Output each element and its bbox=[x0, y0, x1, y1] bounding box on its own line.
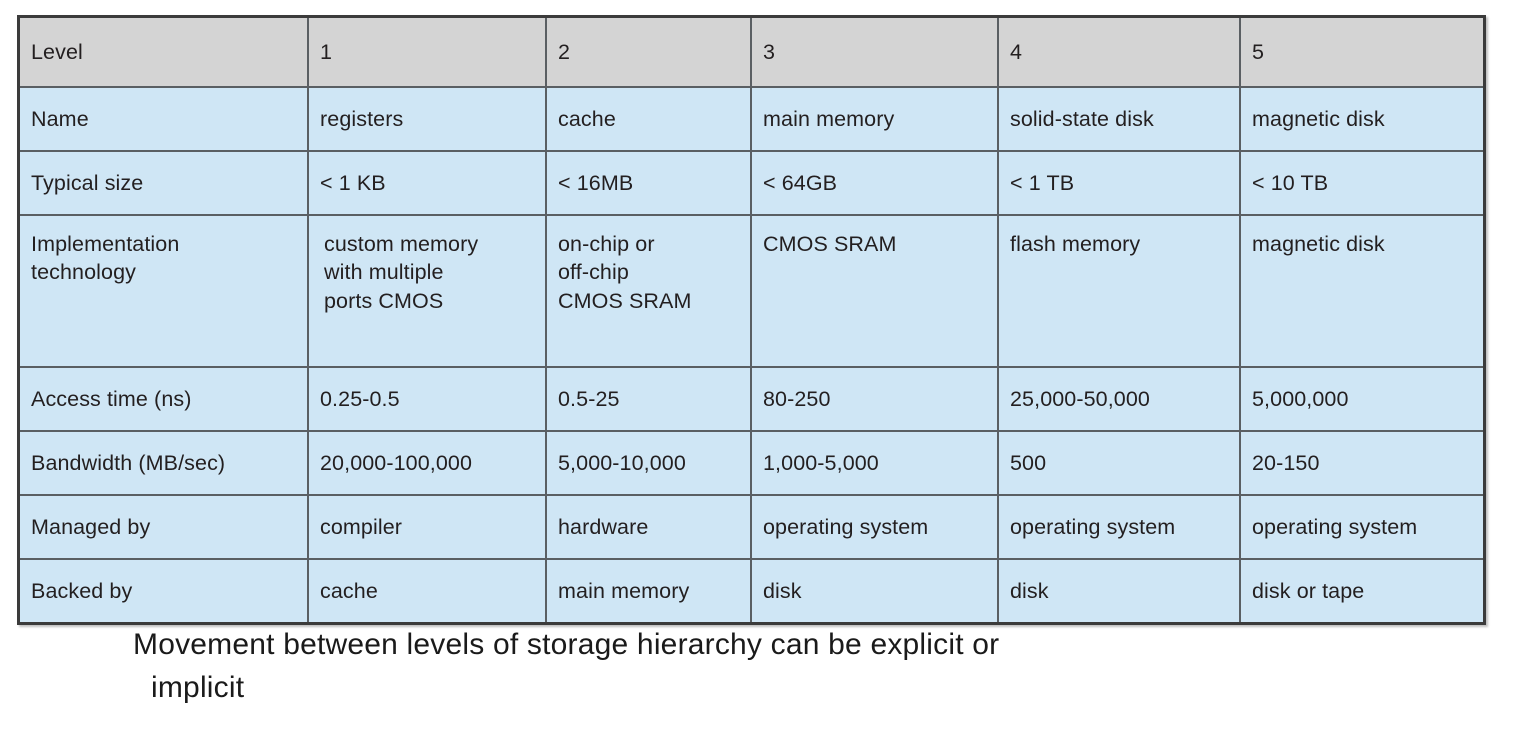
row-label-managed-by: Managed by bbox=[20, 495, 309, 560]
cell-access-time-5: 5,000,000 bbox=[1240, 367, 1483, 432]
row-label-bandwidth: Bandwidth (MB/sec) bbox=[20, 431, 309, 496]
table-row: Backed by cache main memory disk disk di… bbox=[20, 559, 1483, 622]
cell-line-1: on-chip or bbox=[558, 232, 655, 256]
cell-backed-by-4: disk bbox=[998, 559, 1241, 622]
table-body: Name registers cache main memory solid-s… bbox=[20, 87, 1483, 622]
row-label-typical-size: Typical size bbox=[20, 151, 309, 216]
cell-name-4: solid-state disk bbox=[998, 87, 1241, 152]
column-header-3: 3 bbox=[751, 18, 999, 88]
cell-line-1: flash memory bbox=[1010, 232, 1141, 256]
cell-implementation-1: custom memory with multiple ports CMOS bbox=[308, 215, 547, 368]
cell-line-1: custom memory bbox=[324, 232, 479, 256]
cell-name-2: cache bbox=[546, 87, 752, 152]
cell-bandwidth-2: 5,000-10,000 bbox=[546, 431, 752, 496]
cell-typical-size-5: < 10 TB bbox=[1240, 151, 1483, 216]
cell-typical-size-4: < 1 TB bbox=[998, 151, 1241, 216]
cell-managed-by-3: operating system bbox=[751, 495, 999, 560]
cell-backed-by-2: main memory bbox=[546, 559, 752, 622]
cell-access-time-2: 0.5-25 bbox=[546, 367, 752, 432]
cell-typical-size-3: < 64GB bbox=[751, 151, 999, 216]
cell-typical-size-2: < 16MB bbox=[546, 151, 752, 216]
table-row: Managed by compiler hardware operating s… bbox=[20, 495, 1483, 560]
table-header: Level 1 2 3 4 5 bbox=[20, 18, 1483, 88]
cell-bandwidth-3: 1,000-5,000 bbox=[751, 431, 999, 496]
storage-hierarchy-table: Level 1 2 3 4 5 Name registers cache mai… bbox=[20, 18, 1483, 622]
cell-implementation-5: magnetic disk bbox=[1240, 215, 1483, 368]
row-label-implementation-technology: Implementation technology bbox=[20, 215, 309, 368]
cell-managed-by-4: operating system bbox=[998, 495, 1241, 560]
cell-bandwidth-1: 20,000-100,000 bbox=[308, 431, 547, 496]
cell-managed-by-5: operating system bbox=[1240, 495, 1483, 560]
caption-line-1: Movement between levels of storage hiera… bbox=[133, 628, 1000, 661]
row-label-line2: technology bbox=[31, 260, 136, 285]
cell-typical-size-1: < 1 KB bbox=[308, 151, 547, 216]
row-label-backed-by: Backed by bbox=[20, 559, 309, 622]
column-header-1: 1 bbox=[308, 18, 547, 88]
column-header-4: 4 bbox=[998, 18, 1241, 88]
table-row: Name registers cache main memory solid-s… bbox=[20, 87, 1483, 152]
cell-line-1: magnetic disk bbox=[1252, 232, 1385, 256]
column-header-level: Level bbox=[20, 18, 309, 88]
cell-backed-by-3: disk bbox=[751, 559, 999, 622]
cell-line-2: off-chip bbox=[558, 260, 629, 285]
cell-name-5: magnetic disk bbox=[1240, 87, 1483, 152]
cell-bandwidth-5: 20-150 bbox=[1240, 431, 1483, 496]
row-label-line1: Implementation bbox=[31, 232, 180, 256]
row-label-name: Name bbox=[20, 87, 309, 152]
table-caption: Movement between levels of storage hiera… bbox=[133, 624, 1193, 709]
row-label-access-time: Access time (ns) bbox=[20, 367, 309, 432]
cell-line-3: CMOS SRAM bbox=[558, 288, 692, 313]
cell-managed-by-2: hardware bbox=[546, 495, 752, 560]
cell-backed-by-1: cache bbox=[308, 559, 547, 622]
cell-access-time-4: 25,000-50,000 bbox=[998, 367, 1241, 432]
cell-line-3: ports CMOS bbox=[324, 288, 444, 313]
storage-hierarchy-table-container: Level 1 2 3 4 5 Name registers cache mai… bbox=[17, 15, 1486, 625]
table-row: Bandwidth (MB/sec) 20,000-100,000 5,000-… bbox=[20, 431, 1483, 496]
cell-managed-by-1: compiler bbox=[308, 495, 547, 560]
column-header-5: 5 bbox=[1240, 18, 1483, 88]
column-header-2: 2 bbox=[546, 18, 752, 88]
table-row: Implementation technology custom memory … bbox=[20, 215, 1483, 368]
cell-implementation-4: flash memory bbox=[998, 215, 1241, 368]
caption-line-2: implicit bbox=[151, 670, 245, 704]
table-row: Typical size < 1 KB < 16MB < 64GB < 1 TB… bbox=[20, 151, 1483, 216]
table-row: Access time (ns) 0.25-0.5 0.5-25 80-250 … bbox=[20, 367, 1483, 432]
cell-line-1: CMOS SRAM bbox=[763, 232, 897, 256]
cell-bandwidth-4: 500 bbox=[998, 431, 1241, 496]
cell-line-2: with multiple bbox=[324, 260, 444, 285]
cell-name-3: main memory bbox=[751, 87, 999, 152]
cell-implementation-3: CMOS SRAM bbox=[751, 215, 999, 368]
cell-name-1: registers bbox=[308, 87, 547, 152]
cell-access-time-1: 0.25-0.5 bbox=[308, 367, 547, 432]
cell-access-time-3: 80-250 bbox=[751, 367, 999, 432]
cell-implementation-2: on-chip or off-chip CMOS SRAM bbox=[546, 215, 752, 368]
cell-backed-by-5: disk or tape bbox=[1240, 559, 1483, 622]
table-header-row: Level 1 2 3 4 5 bbox=[20, 18, 1483, 88]
